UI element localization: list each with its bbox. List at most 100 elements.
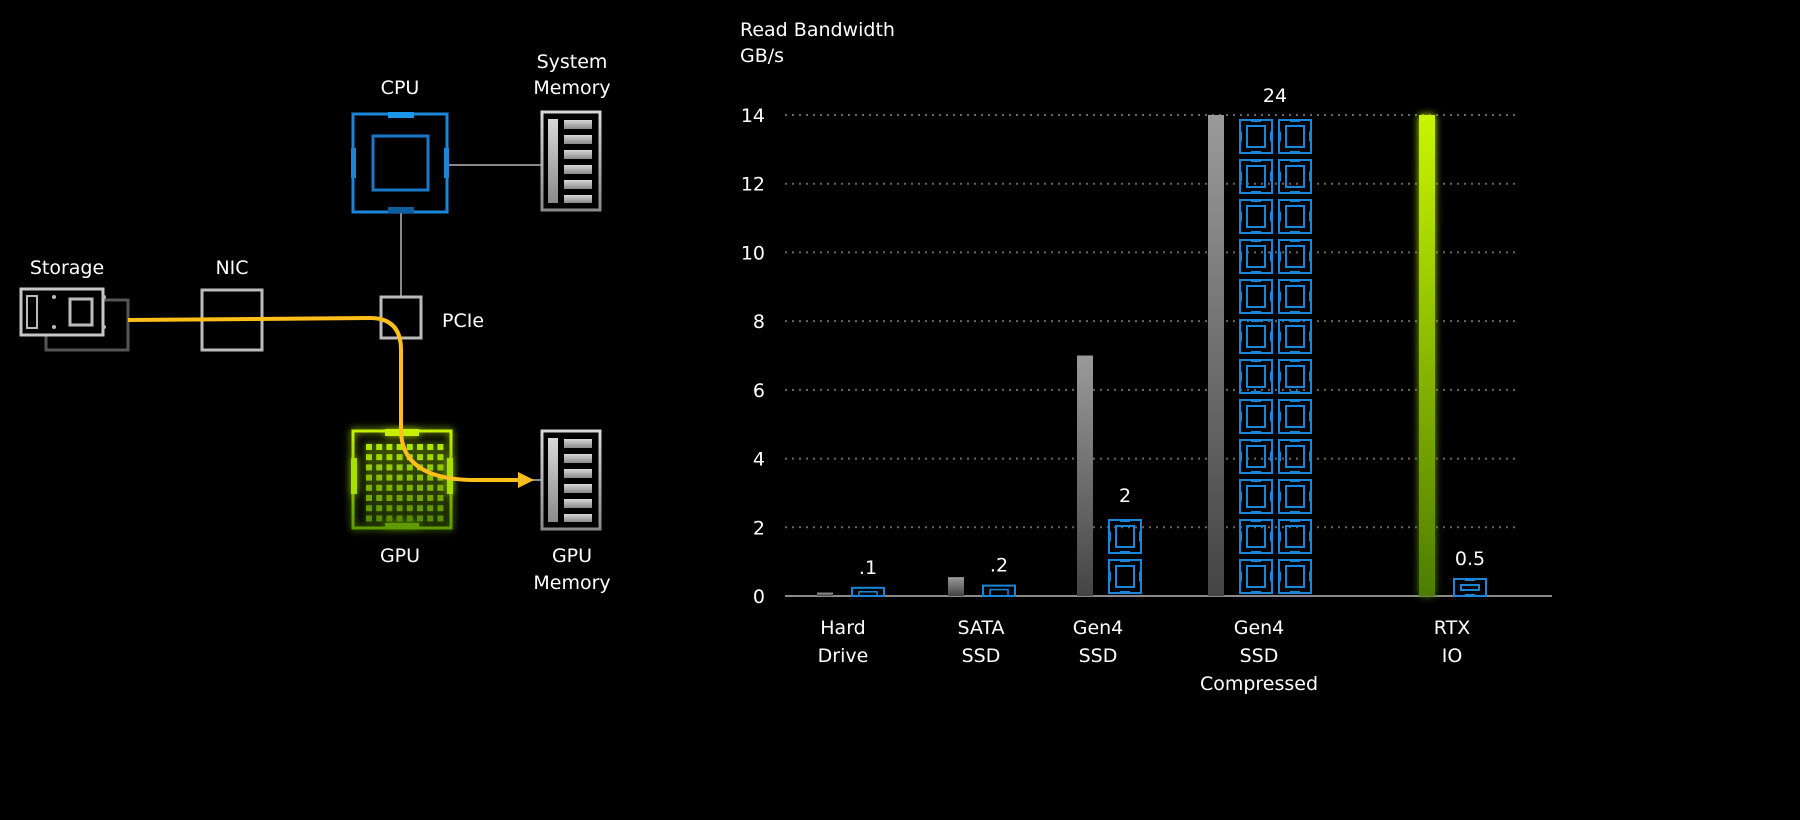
gpu-core-cell — [376, 505, 383, 512]
cpu-core-icon — [1239, 479, 1273, 514]
cpu-core-icon — [1239, 439, 1273, 474]
gpu-core-cell — [406, 444, 413, 450]
cpu-core-icon — [1278, 239, 1312, 274]
cpu-icon — [351, 112, 449, 214]
gpu-core-cell — [427, 444, 434, 450]
data-label: .1 — [859, 557, 877, 579]
y-tick-label: 14 — [741, 105, 765, 127]
gpu-memory-label-line2: Memory — [533, 572, 610, 594]
bandwidth-bar — [817, 592, 833, 596]
y-axis-title-line1: Read Bandwidth — [740, 19, 895, 41]
cpu-core-icon — [982, 584, 1016, 597]
gpu-core-cell — [366, 495, 372, 501]
gpu-core-cell — [366, 505, 372, 512]
pcie-switch-icon — [379, 295, 423, 340]
gpu-core-cell — [437, 454, 444, 461]
gpu-core-cell — [366, 464, 372, 471]
category-label: SSD — [962, 645, 1001, 667]
data-label: 2 — [1119, 485, 1131, 507]
gpu-core-cell — [386, 474, 393, 481]
category-label: Gen4 — [1234, 617, 1285, 639]
gpu-core-cell — [427, 484, 434, 491]
cpu-core-icon — [1278, 439, 1312, 474]
gpu-core-cell — [396, 495, 403, 501]
cpu-core-icon — [1239, 519, 1273, 554]
category-label: IO — [1442, 645, 1463, 667]
gpu-core-cell — [376, 484, 383, 491]
gpu-icon — [351, 429, 453, 530]
gpu-core-cell — [396, 515, 403, 522]
gpu-core-cell — [396, 484, 403, 491]
y-tick-label: 0 — [753, 586, 765, 608]
gpu-core-cell — [406, 505, 413, 512]
gpu-core-cell — [406, 495, 413, 501]
category-label: Hard — [820, 617, 865, 639]
gpu-core-cell — [386, 454, 393, 461]
gpu-core-cell — [376, 454, 383, 461]
gpu-core-cell — [386, 495, 393, 501]
data-label: .2 — [990, 555, 1008, 577]
gpu-core-cell — [396, 474, 403, 481]
gpu-core-cell — [406, 474, 413, 481]
cpu-core-icon — [1278, 319, 1312, 354]
cpu-core-icon — [1278, 359, 1312, 394]
gpu-core-cell — [386, 484, 393, 491]
data-label: 24 — [1263, 85, 1287, 107]
bandwidth-bar — [1208, 115, 1224, 596]
gpu-core-cell — [366, 454, 372, 461]
cpu-core-icon — [1239, 239, 1273, 274]
gpu-core-cell — [437, 464, 444, 471]
gpu-core-cell — [427, 464, 434, 471]
category-label: RTX — [1434, 617, 1470, 639]
gpu-core-cell — [396, 444, 403, 450]
y-tick-label: 8 — [753, 311, 765, 333]
gpu-core-cell — [427, 515, 434, 522]
gpu-core-cell — [417, 474, 423, 481]
system-memory-icon — [540, 110, 602, 212]
data-label: 0.5 — [1455, 548, 1485, 570]
gpu-core-cell — [406, 515, 413, 522]
nic-label: NIC — [215, 257, 248, 279]
gpu-core-cell — [417, 515, 423, 522]
cpu-core-icon — [1239, 319, 1273, 354]
gpu-core-cell — [437, 484, 444, 491]
gpu-core-cell — [386, 464, 393, 471]
category-label: Gen4 — [1073, 617, 1124, 639]
gpu-label: GPU — [380, 545, 420, 567]
gpu-core-cell — [427, 474, 434, 481]
cpu-core-icon — [1278, 159, 1312, 194]
category-label: SSD — [1240, 645, 1279, 667]
gpu-core-cell — [386, 515, 393, 522]
gpu-core-cell — [396, 505, 403, 512]
gpu-memory-icon — [540, 429, 602, 531]
gpu-core-cell — [406, 464, 413, 471]
gpu-core-cell — [386, 444, 393, 450]
gpu-core-cell — [376, 444, 383, 450]
gpu-core-cell — [406, 484, 413, 491]
gpu-core-cell — [366, 484, 372, 491]
bandwidth-bar — [1419, 115, 1435, 596]
cpu-core-icon — [1278, 519, 1312, 554]
data-path-diagram: CPU System Memory Storage NIC PCIe GPU — [19, 51, 611, 594]
gpu-core-cell — [366, 515, 372, 522]
category-label: SATA — [957, 617, 1004, 639]
cpu-core-icon — [1278, 479, 1312, 514]
gpu-core-cell — [437, 495, 444, 501]
gpu-core-cell — [427, 505, 434, 512]
bandwidth-bar — [1077, 355, 1093, 596]
cpu-core-icon — [1108, 559, 1142, 594]
gpu-memory-label-line1: GPU — [552, 545, 592, 567]
y-axis-title-line2: GB/s — [740, 45, 784, 67]
arrow-head-icon — [518, 472, 534, 488]
cpu-core-icon — [1278, 119, 1312, 154]
pcie-label: PCIe — [442, 310, 484, 332]
gpu-core-cell — [396, 464, 403, 471]
category-label: SSD — [1079, 645, 1118, 667]
gpu-core-cell — [376, 515, 383, 522]
system-memory-label-line2: Memory — [533, 77, 610, 99]
gpu-core-cell — [437, 515, 444, 522]
gpu-core-cell — [427, 495, 434, 501]
category-label: Compressed — [1200, 673, 1318, 695]
gpu-core-cell — [386, 505, 393, 512]
cpu-core-icon — [1278, 279, 1312, 314]
